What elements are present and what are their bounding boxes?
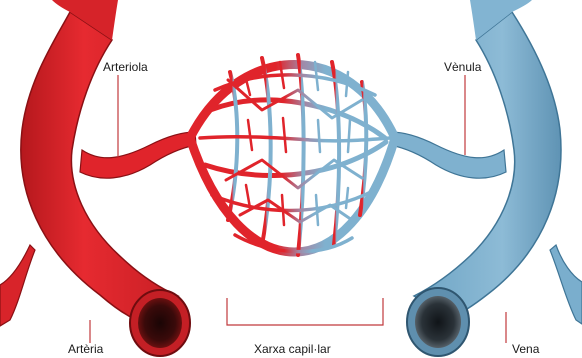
vein-lumen xyxy=(407,288,469,356)
vein-label: Vena xyxy=(512,342,539,356)
capillary-network-label: Xarxa capil·lar xyxy=(254,342,331,356)
arteriole xyxy=(80,132,196,178)
capillary-network xyxy=(190,55,395,255)
venule-label: Vènula xyxy=(444,60,481,74)
artery-label: Artèria xyxy=(68,342,103,356)
arteriole-label: Arteriola xyxy=(103,60,148,74)
artery-lumen xyxy=(130,290,190,356)
venule xyxy=(390,132,506,178)
capillary-bracket xyxy=(227,298,383,325)
